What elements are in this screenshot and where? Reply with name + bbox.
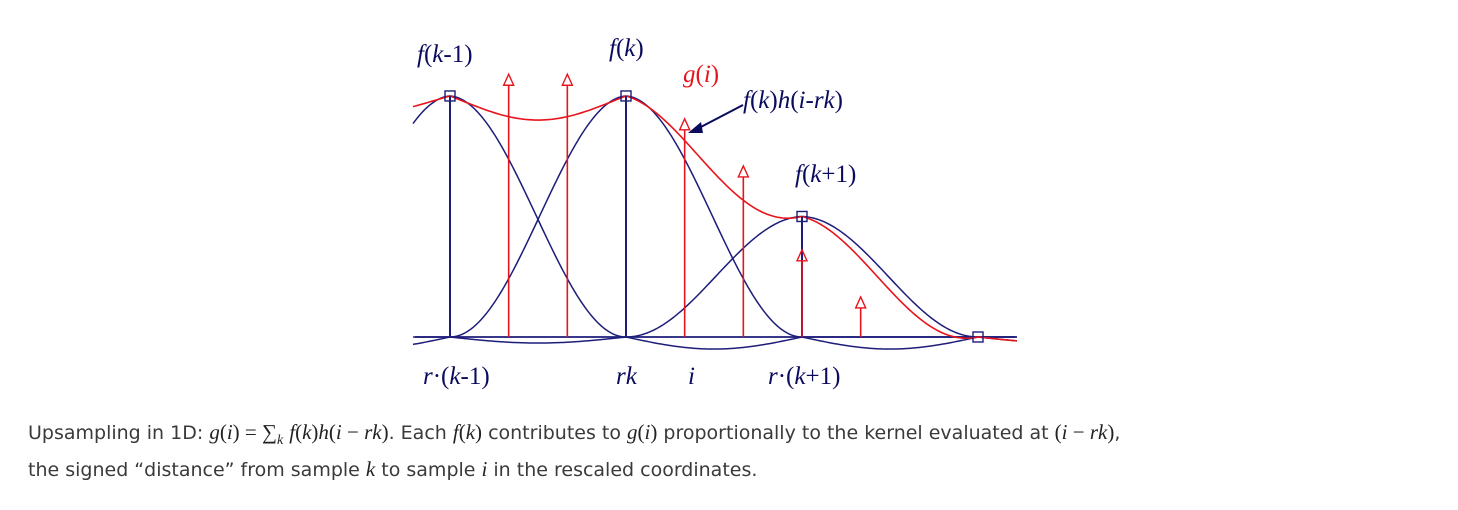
upsampling-diagram: f(k-1) f(k) g(i) f(k)h(i-rk) f(k+1) r·(k… bbox=[412, 35, 1018, 390]
axis-label-r-k-minus-1: r·(k-1) bbox=[423, 363, 490, 390]
kernel-curve bbox=[413, 215, 1018, 344]
annotation-arrow bbox=[688, 104, 744, 133]
kernel-curve bbox=[412, 95, 1017, 350]
g-sample-marker bbox=[561, 72, 574, 86]
sample-stems-f bbox=[444, 90, 984, 343]
sample-stems-g bbox=[502, 72, 867, 337]
axis-label-r-k-plus-1: r·(k+1) bbox=[768, 363, 840, 390]
label-f-k: f(k) bbox=[609, 35, 644, 62]
g-sample-marker bbox=[678, 117, 691, 131]
g-sample-marker bbox=[502, 72, 515, 86]
f-sample-marker bbox=[620, 90, 632, 102]
f-sample-marker bbox=[444, 90, 456, 102]
figure-caption: Upsampling in 1D: g(i) = ∑k f(k)h(i − rk… bbox=[28, 420, 1121, 481]
f-sample-marker bbox=[972, 331, 984, 343]
label-f-k-h-i-rk: f(k)h(i-rk) bbox=[743, 87, 843, 114]
g-sample-marker bbox=[854, 295, 867, 309]
upsampling-figure: f(k-1) f(k) g(i) f(k)h(i-rk) f(k+1) r·(k… bbox=[405, 12, 1025, 397]
g-curve-path bbox=[412, 95, 1018, 342]
kernel-curve bbox=[412, 95, 1017, 350]
label-f-k-plus-1: f(k+1) bbox=[795, 161, 856, 188]
label-f-k-minus-1: f(k-1) bbox=[417, 41, 473, 68]
axis-label-rk: rk bbox=[616, 363, 638, 390]
axis-label-i: i bbox=[688, 363, 695, 390]
f-sample-marker bbox=[796, 210, 808, 223]
label-g-i: g(i) bbox=[683, 61, 719, 88]
kernel-curves bbox=[412, 95, 1018, 350]
g-sample-marker bbox=[795, 248, 809, 262]
interpolated-curve-g bbox=[412, 95, 1018, 342]
g-sample-marker bbox=[737, 164, 750, 178]
